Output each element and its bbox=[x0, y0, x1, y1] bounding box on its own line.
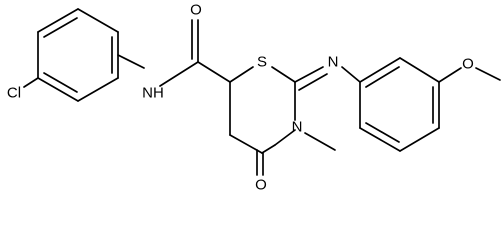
methoxyphenyl-ring bbox=[359, 57, 440, 152]
bond-c-n-imine bbox=[294, 66, 324, 83]
ring-sulfur-label: S bbox=[257, 54, 267, 71]
bond bbox=[37, 8, 79, 33]
bond bbox=[359, 57, 401, 83]
methoxy-oxygen-label: O bbox=[462, 56, 474, 73]
bond bbox=[399, 127, 440, 152]
ring-nitrogen-label: N bbox=[292, 119, 303, 136]
bond bbox=[274, 129, 296, 146]
thiazinane-ring bbox=[229, 66, 296, 154]
chlorine-atom-label: Cl bbox=[7, 85, 21, 102]
chlorophenyl-ring bbox=[37, 8, 119, 102]
bond bbox=[229, 66, 254, 83]
bond-nh-c bbox=[159, 61, 199, 87]
amide-oxygen-label: O bbox=[190, 2, 202, 19]
bond bbox=[77, 77, 119, 102]
bond-n-methyl bbox=[304, 132, 336, 151]
bond bbox=[359, 127, 401, 152]
molecule-structure-diagram: Cl N H NH O S N N O bbox=[7, 2, 501, 194]
bond bbox=[77, 8, 119, 33]
bond-aryl-nh bbox=[117, 54, 145, 69]
ring-oxygen-label: O bbox=[255, 177, 267, 194]
imine-nitrogen-label: N bbox=[328, 54, 339, 71]
bond bbox=[271, 66, 296, 83]
bond-c-n-imine-double bbox=[298, 73, 328, 91]
bond-c-c6 bbox=[197, 61, 231, 83]
bond bbox=[37, 77, 79, 102]
bond-c-o-methoxy bbox=[438, 67, 462, 83]
double-bond-inner bbox=[43, 17, 78, 38]
bond-n-aryl bbox=[341, 66, 361, 83]
bond-o-methyl bbox=[475, 67, 501, 81]
bond-c-cl bbox=[23, 77, 39, 88]
amide-nh-label: NH bbox=[142, 85, 164, 102]
bond bbox=[399, 57, 440, 83]
double-bond-inner bbox=[365, 66, 400, 88]
double-bond-inner bbox=[43, 72, 78, 93]
bond-c4-c bbox=[261, 144, 276, 154]
double-bond-inner bbox=[365, 122, 400, 143]
